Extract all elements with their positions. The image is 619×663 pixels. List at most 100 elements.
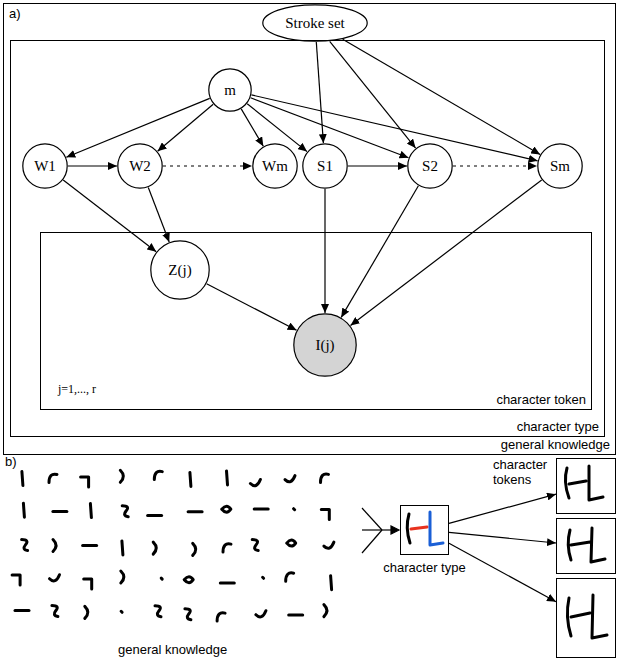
stroke-sample [155,606,161,617]
stroke-sample [53,540,56,552]
stroke-sample [217,613,225,621]
dependency-arrow [148,188,169,243]
plate-box: character token Z(j) I(j) [40,232,592,410]
stroke-primitives [12,470,334,621]
dependency-arrow [449,532,556,543]
stroke-sample [331,576,332,590]
plate-label: character token [496,392,586,407]
stroke-sample [122,506,128,517]
variable-label: Stroke set [285,15,345,32]
stroke-sample [285,476,295,482]
stroke-sample [250,480,260,486]
stroke-sample [83,544,97,547]
dependency-arrow [163,165,252,166]
dependency-arrow [316,42,323,143]
annotation-label: character tokens [493,458,555,488]
node-ellipse [118,144,162,188]
stroke-sample [263,577,264,578]
token-glyphs [565,466,607,638]
node-ellipse [209,69,251,111]
dependency-arrow [63,180,156,252]
variable-node: m [208,68,252,112]
variable-node: S1 [302,143,348,189]
dependency-arrow [453,165,537,166]
stroke-sample [50,575,60,581]
stroke-sample [321,474,329,482]
dependency-arrow [341,186,418,318]
variable-node: Stroke set [262,4,368,42]
variable-label: S1 [317,158,333,175]
stroke-sample [227,471,228,485]
stroke-sample [220,582,234,585]
stroke-sample [154,471,162,479]
node-ellipse [538,144,582,188]
stroke-sample [321,509,329,519]
stroke-sample [185,609,191,620]
variable-node: I(j) [293,313,357,377]
stroke-sample [90,504,91,518]
dependency-arrow [324,189,325,313]
plate-box [556,458,616,514]
dependency-arrow [68,165,117,166]
stroke-sample [324,542,334,548]
stroke-sample [254,508,268,511]
plate-box [556,518,616,574]
variable-label: I(j) [315,337,334,354]
variable-label: S2 [422,158,438,175]
variable-label: Wm [262,158,288,175]
stroke-sample [294,509,295,510]
variable-label: m [224,82,236,99]
converging-arrows [362,508,399,553]
stroke-sample [22,540,28,551]
dependency-arrow [343,39,540,154]
stroke-sample [15,609,29,612]
stroke-sample [223,544,231,552]
dependency-arrow [348,165,407,166]
stroke-sample [161,578,162,579]
variable-node: Wm [252,143,298,189]
node-ellipse [303,144,347,188]
stroke-sample [193,543,196,555]
stroke-sample [190,472,191,486]
node-ellipse [151,241,209,299]
stroke-sample [49,474,57,482]
dependency-arrow [158,104,214,151]
node-ellipse [408,144,452,188]
plate-box: character typemW1W2WmS1S2Smcharacter tok… [10,40,605,437]
stroke-sample [121,571,124,583]
stroke-sample [324,605,327,617]
variable-node: W1 [22,143,68,189]
plate-label: general knowledge [501,437,610,452]
variable-node: S2 [407,143,453,189]
plate-box: character type [400,505,449,555]
annotation-label: general knowledge [118,642,227,657]
stroke-sample [53,510,67,513]
annotation-label: a) [9,6,21,21]
node-ellipse [263,5,367,41]
annotation-label: b) [5,454,17,469]
stroke-sample [256,611,266,617]
stroke-sample [23,503,24,517]
node-ellipse [253,144,297,188]
stroke-sample [85,606,88,618]
plate-label: character type [517,419,599,434]
stroke-sample [289,614,303,617]
stroke-sample [81,477,89,487]
stroke-sample [188,510,202,513]
dependency-arrow [351,180,542,326]
stroke-sample [122,541,123,555]
stroke-sample [222,506,231,512]
variable-label: Sm [550,158,570,175]
dependency-arrow [207,284,297,331]
variable-label: Z(j) [168,262,191,279]
stroke-sample [287,540,296,546]
stroke-sample [252,540,258,551]
node-ellipse [294,314,356,376]
plate-label: character type [383,560,465,575]
stroke-sample [22,472,23,486]
stroke-sample [184,577,193,583]
dependency-arrow [449,494,556,523]
plate-box [556,578,616,658]
